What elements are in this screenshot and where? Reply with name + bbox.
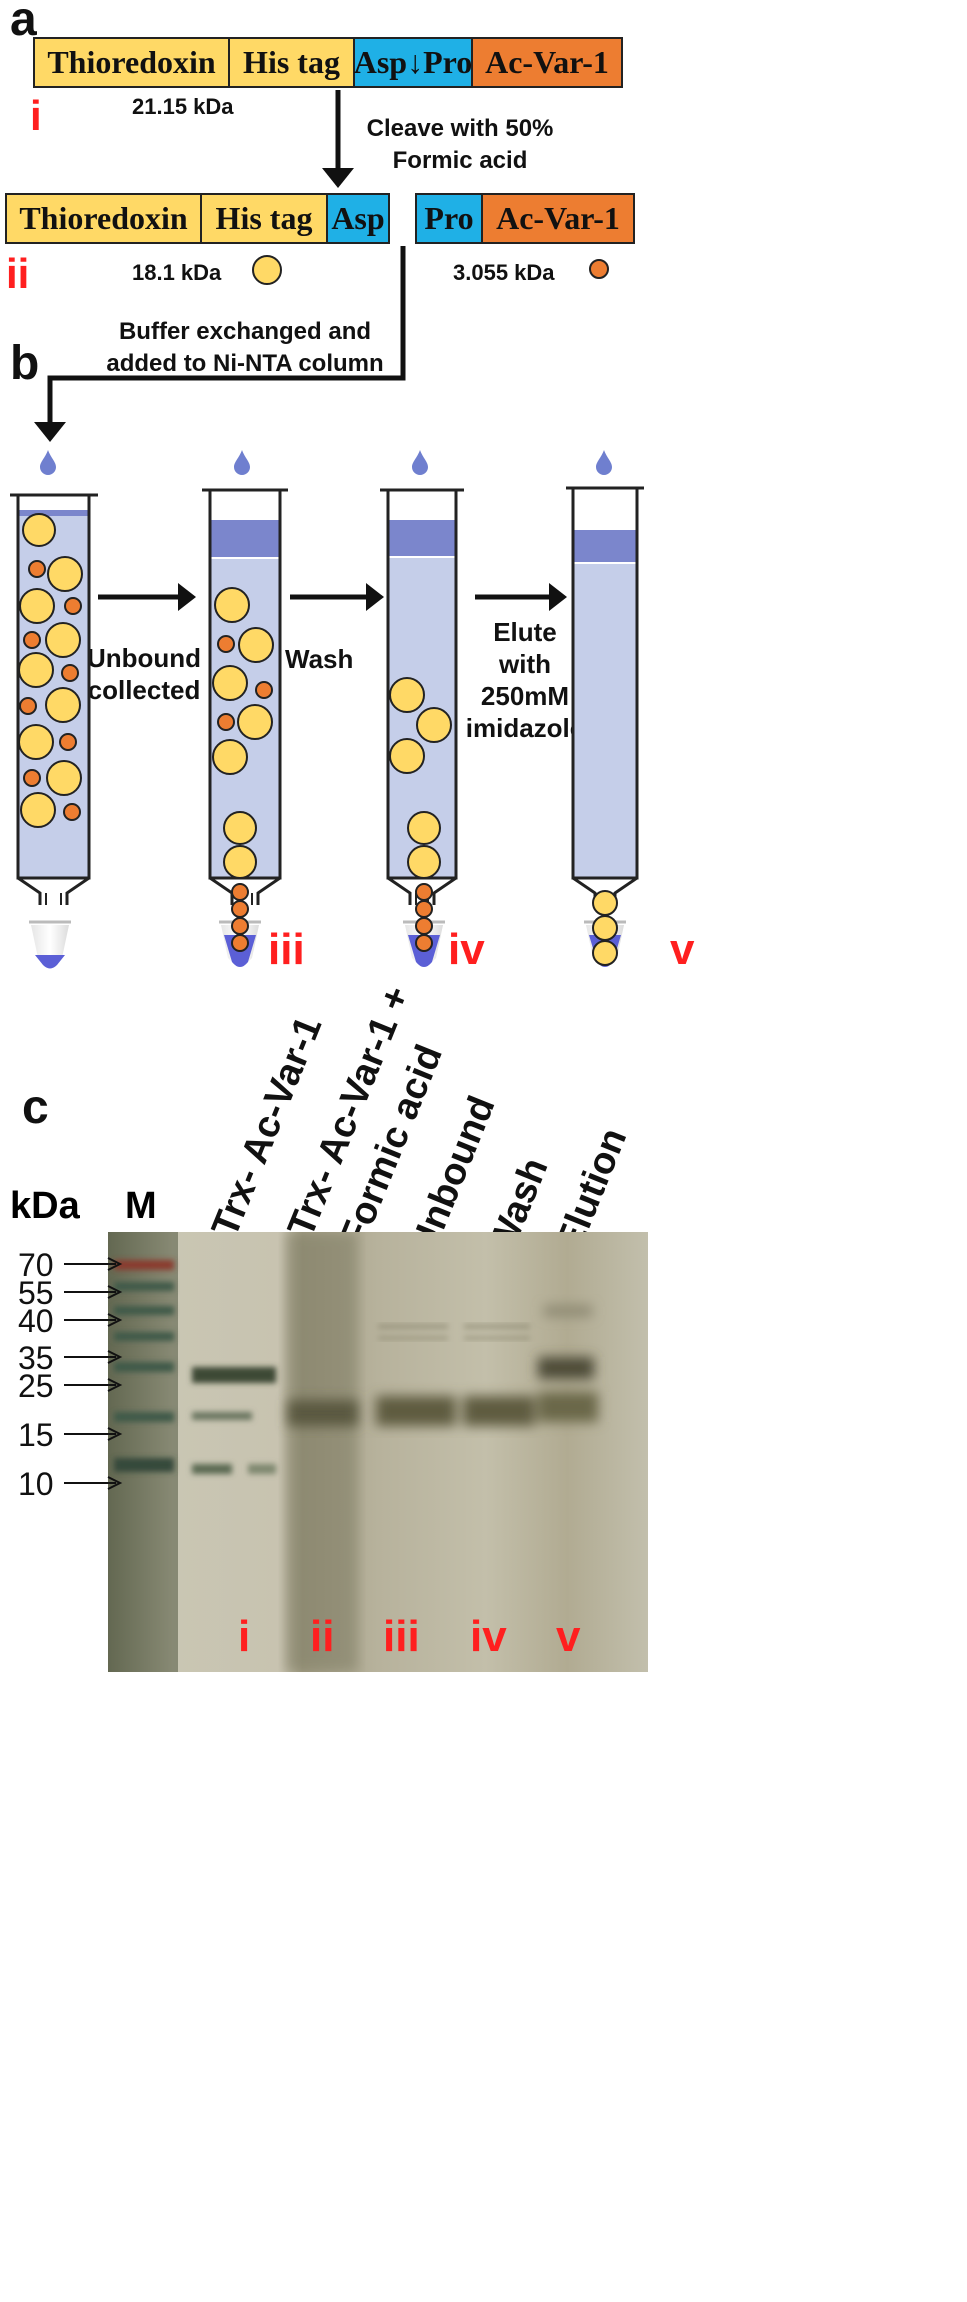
fragment-right-mass: 3.055 kDa bbox=[453, 260, 555, 285]
small-peptide-circle bbox=[589, 259, 609, 279]
pro-segment: Pro bbox=[417, 195, 483, 242]
panel-c-letter: c bbox=[22, 1081, 49, 1134]
fragment-left-mass: 18.1 kDa bbox=[132, 260, 222, 285]
buffer-exchange-label: Buffer exchanged and added to Ni-NTA col… bbox=[106, 318, 384, 377]
drop-icon bbox=[234, 450, 250, 475]
cleave-arrow bbox=[322, 90, 354, 188]
his-tag-segment: His tag bbox=[202, 195, 328, 242]
marker-size-10: 10 bbox=[18, 1466, 54, 1502]
construct-i-bar: Thioredoxin His tag Asp↓Pro Ac-Var-1 bbox=[33, 37, 623, 88]
numeral-ii: ii bbox=[6, 250, 30, 297]
collection-tube-4 bbox=[584, 890, 626, 967]
kda-header: kDa bbox=[10, 1185, 80, 1227]
ac-var-1-segment: Ac-Var-1 bbox=[473, 39, 621, 86]
lane-numeral-v: v bbox=[556, 1612, 581, 1661]
marker-header: M bbox=[125, 1185, 157, 1227]
numeral-i: i bbox=[30, 92, 42, 139]
large-fragment-circle bbox=[252, 255, 282, 285]
unbound-collected-label: Unbound collected bbox=[86, 643, 202, 705]
lane-numeral-ii: ii bbox=[310, 1612, 335, 1661]
sds-page-gel bbox=[108, 1232, 648, 1672]
lane-numeral-iv: iv bbox=[470, 1612, 507, 1661]
collection-tube-2 bbox=[219, 811, 261, 967]
marker-size-70: 70 bbox=[18, 1247, 54, 1283]
diagram-graphics bbox=[10, 90, 644, 969]
thioredoxin-segment: Thioredoxin bbox=[7, 195, 202, 242]
marker-size-40: 40 bbox=[18, 1303, 54, 1339]
marker-size-55: 55 bbox=[18, 1275, 54, 1311]
collection-tube-1 bbox=[29, 920, 71, 969]
marker-size-15: 15 bbox=[18, 1417, 54, 1453]
asp-segment: Asp bbox=[328, 195, 388, 242]
elute-label: Elute with 250mM imidazole bbox=[465, 617, 585, 743]
lane-numeral-i: i bbox=[238, 1612, 251, 1661]
drop-icon bbox=[596, 450, 612, 475]
lane-numeral-iii: iii bbox=[383, 1612, 420, 1661]
marker-size-25: 25 bbox=[18, 1368, 54, 1404]
his-tag-segment: His tag bbox=[230, 39, 355, 86]
marker-arrows bbox=[64, 1257, 123, 1490]
column-1 bbox=[10, 493, 98, 905]
marker-size-35: 35 bbox=[18, 1340, 54, 1376]
wash-label: Wash bbox=[285, 644, 354, 674]
buffer-exchange-arrow bbox=[34, 246, 406, 442]
asp-pro-segment: Asp↓Pro bbox=[354, 39, 473, 86]
fragment-right-bar: Pro Ac-Var-1 bbox=[415, 193, 635, 244]
thioredoxin-segment: Thioredoxin bbox=[35, 39, 230, 86]
drop-icon bbox=[412, 450, 428, 475]
column-4 bbox=[566, 486, 644, 905]
collection-tube-3 bbox=[403, 811, 445, 967]
cleave-label: Cleave with 50% Formic acid bbox=[366, 115, 554, 174]
panel-a-letter: a bbox=[10, 0, 37, 46]
fragment-left-bar: Thioredoxin His tag Asp bbox=[5, 193, 390, 244]
ac-var-1-segment: Ac-Var-1 bbox=[483, 195, 633, 242]
drop-icon bbox=[40, 450, 56, 475]
numeral-v: v bbox=[670, 925, 695, 974]
numeral-iii: iii bbox=[268, 925, 305, 974]
numeral-iv: iv bbox=[448, 925, 485, 974]
construct-i-mass: 21.15 kDa bbox=[132, 94, 234, 119]
panel-b-letter: b bbox=[10, 337, 40, 390]
